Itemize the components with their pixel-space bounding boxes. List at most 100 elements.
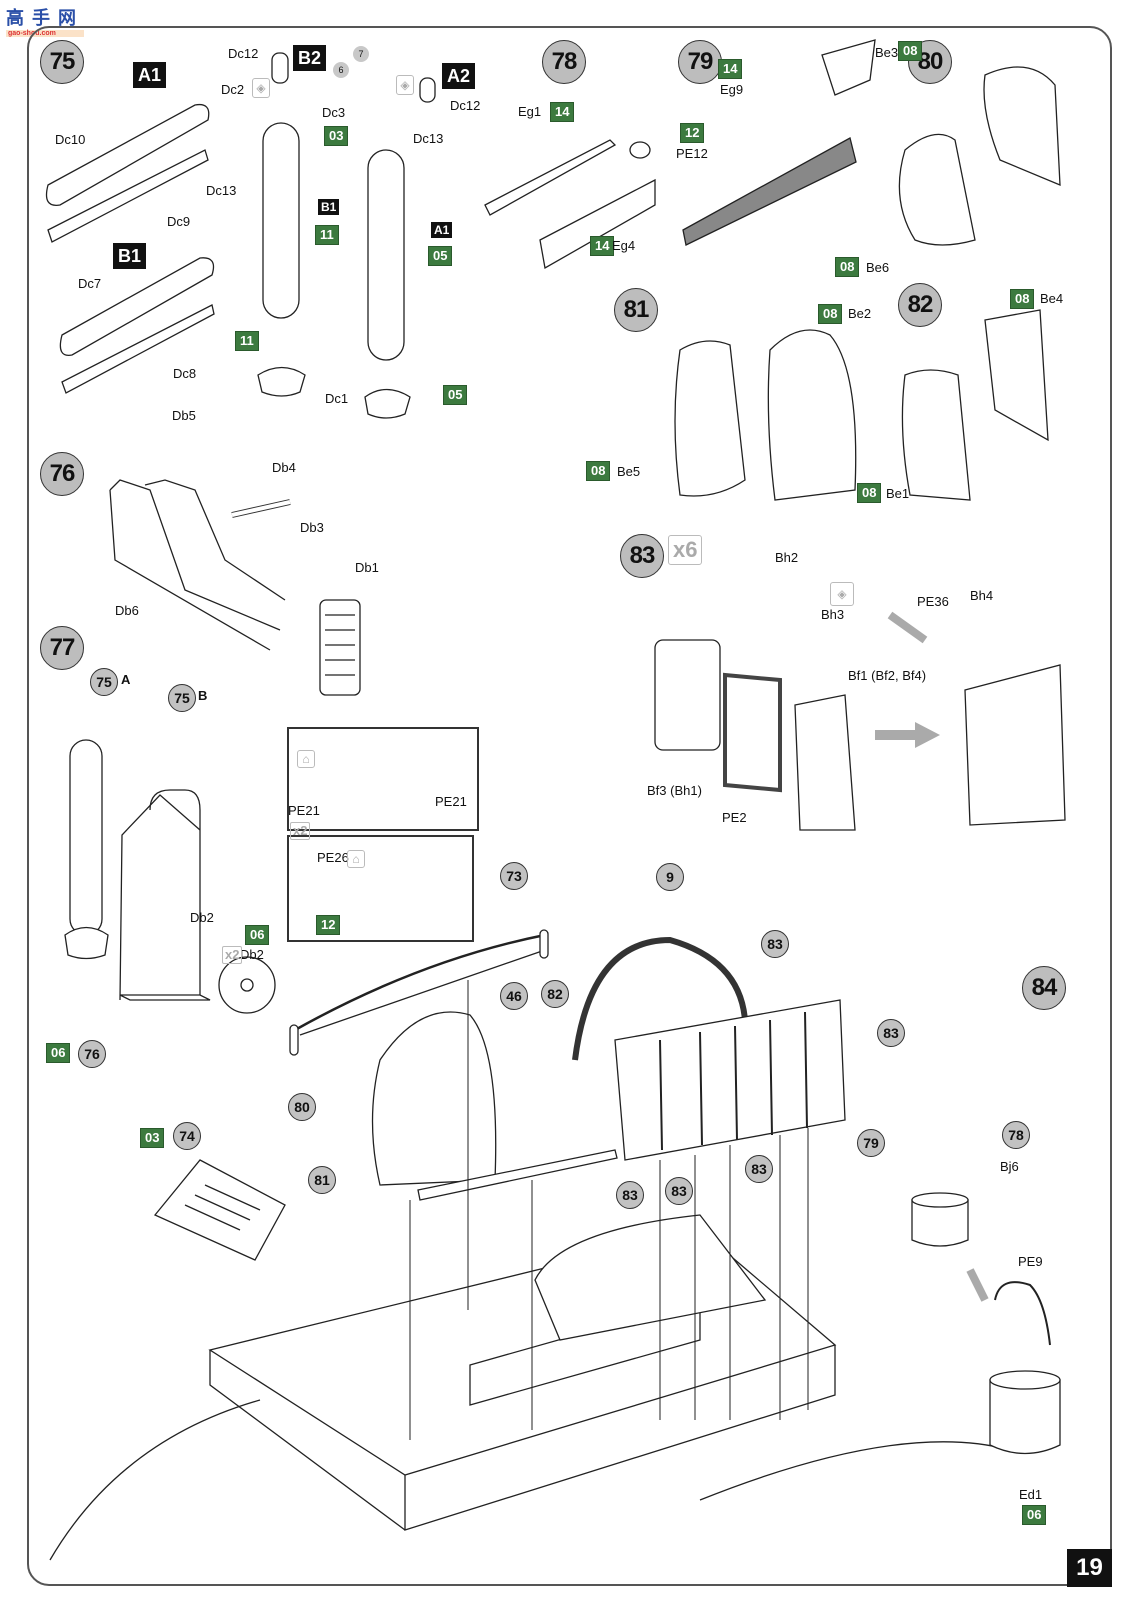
paint-code: 06 [46,1043,71,1063]
part-label: Be3 [875,45,899,60]
ref-circle-83: 83 [665,1177,693,1205]
paint-code: 08 [586,461,611,481]
step-number-78: 78 [542,40,586,84]
part-label: Eg9 [720,82,744,97]
paint-code: 14 [550,102,575,122]
ref-circle-7: 7 [353,46,369,62]
roof-rack-illustration [49,1214,1011,1561]
ref-circle-81: 81 [308,1166,336,1194]
paint-code: 11 [315,225,339,245]
symmetric-parts-icon: ◈ [830,582,854,606]
placement-arrows [409,980,809,1440]
jerrycan-illustration [654,611,1066,831]
variant-badge-b1: B1 [113,243,147,269]
part-label: PE26 [317,850,349,865]
page-number: 19 [1067,1549,1112,1587]
part-label: Db6 [115,603,139,618]
trolley-assembly-illustration [64,739,276,1014]
ref-suffix-a: A [121,672,131,687]
step-number-76: 76 [40,452,84,496]
step-number-83: 83 [620,534,664,578]
detail-inset-pe21 [287,727,479,831]
ref-circle-79: 79 [857,1129,885,1157]
ref-circle-83: 83 [745,1155,773,1183]
ref-circle-75: 75 [90,668,118,696]
hand-saw-illustration [682,39,876,246]
cylinder-a-illustration [364,77,436,419]
part-label: Dc13 [413,131,444,146]
ref-circle-82: 82 [541,980,569,1008]
step-number-84: 84 [1022,966,1066,1010]
ref-circle-6: 6 [333,62,349,78]
part-label: Bj6 [1000,1159,1019,1174]
paint-code: 05 [428,246,453,266]
jerrycan-row-illustration [614,999,846,1161]
part-label: Dc13 [206,183,237,198]
part-label: Bf3 (Bh1) [647,783,702,798]
paint-code: 08 [818,304,843,324]
part-label: PE21 [435,794,467,809]
photo-etch-icon: ⌂ [347,850,365,868]
paint-code: 08 [857,483,882,503]
part-label: Eg1 [518,104,542,119]
sack-be5-be2-illustration [674,329,857,501]
paint-code: 03 [140,1128,165,1148]
part-label: PE9 [1018,1254,1043,1269]
ref-circle-76: 76 [78,1040,106,1068]
part-label: Ed1 [1019,1487,1043,1502]
step-number-75: 75 [40,40,84,84]
part-label: Be6 [866,260,890,275]
ref-circle-46: 46 [500,982,528,1010]
ref-circle-73: 73 [500,862,528,890]
step-number-81: 81 [614,288,658,332]
variant-badge-b1-small: B1 [318,199,340,215]
paint-code: 12 [316,915,341,935]
paint-code: 14 [718,59,743,79]
photo-etch-icon: ⌂ [297,750,315,768]
variant-badge-a1-small: A1 [431,222,453,238]
part-label: Bh4 [970,588,994,603]
step-number-79: 79 [678,40,722,84]
ref-circle-9: 9 [656,863,684,891]
part-label: PE12 [676,146,708,161]
variant-badge-b2: B2 [293,45,327,71]
paint-code: 11 [235,331,259,351]
paint-can-illustration [911,1192,1061,1455]
part-label: Dc9 [167,214,191,229]
paint-code: 05 [443,385,468,405]
handle-dc10-illustration [45,103,210,243]
paint-code: 14 [590,236,615,256]
part-label: Be4 [1040,291,1064,306]
step-number-82: 82 [898,283,942,327]
step-plate-illustration [153,1159,286,1261]
bow-saw-illustration [289,929,549,1056]
paint-code: 06 [1022,1505,1047,1525]
part-label: Dc7 [78,276,102,291]
part-label: Db4 [272,460,296,475]
cylinder-b-illustration [257,52,306,397]
part-label: PE2 [722,810,747,825]
part-label: Dc2 [221,82,245,97]
part-label: Db2 [240,947,264,962]
paint-code: 06 [245,925,270,945]
part-label: Db5 [172,408,196,423]
step-number-80: 80 [908,40,952,84]
part-label: Be1 [886,486,910,501]
part-label: Be5 [617,464,641,479]
ref-circle-83: 83 [877,1019,905,1047]
part-label: Be2 [848,306,872,321]
part-label: Dc12 [450,98,481,113]
plane-tool-illustration [484,139,656,270]
multiplier-badge: x2 [222,946,243,964]
ref-circle-75: 75 [168,684,196,712]
paint-code: 12 [680,123,705,143]
ref-suffix-b: B [198,688,208,703]
part-label: Dc12 [228,46,259,61]
paint-code: 08 [898,41,923,61]
trolley-frame-illustration [109,479,361,696]
paint-code: 08 [835,257,860,277]
paint-code: 08 [1010,289,1035,309]
part-label: Bh2 [775,550,799,565]
ref-circle-83: 83 [616,1181,644,1209]
